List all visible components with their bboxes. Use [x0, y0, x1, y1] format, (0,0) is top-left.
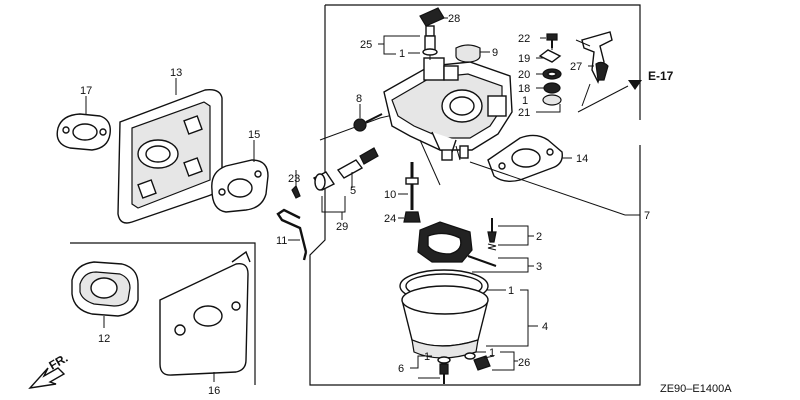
e17-label: E-17	[648, 69, 674, 83]
front-label: FR.	[47, 351, 71, 373]
callout-13: 13	[170, 67, 182, 79]
callout-24: 24	[384, 213, 396, 225]
callout-5: 5	[350, 185, 356, 197]
callout-23: 23	[288, 173, 300, 185]
callout-1-right: 1	[522, 95, 528, 107]
callout-28: 28	[448, 13, 460, 25]
part-17-gasket	[56, 96, 111, 151]
callout-27: 27	[570, 61, 582, 73]
part-10-bolt	[405, 162, 419, 210]
part-13-insulator	[117, 78, 223, 224]
callout-8: 8	[356, 93, 362, 105]
callout-4: 4	[542, 321, 548, 333]
callout-22: 22	[518, 33, 530, 45]
lower-left-frame	[70, 242, 256, 385]
callout-1-top: 1	[399, 48, 405, 60]
callout-15: 15	[248, 129, 260, 141]
callout-18: 18	[518, 83, 530, 95]
float-bowl	[401, 285, 489, 359]
part-28-cap	[419, 7, 445, 37]
callout-1-bolt: 1	[424, 351, 430, 363]
diagram-code: ZE90–E1400A	[660, 383, 732, 395]
parts-18-21-washers	[538, 38, 562, 106]
part-6-bolt	[437, 356, 451, 384]
callout-21: 21	[518, 107, 530, 119]
part-25-screw	[422, 35, 438, 56]
callout-20: 20	[518, 69, 530, 81]
part-22-screw	[546, 33, 558, 48]
callout-6: 6	[398, 363, 404, 375]
callout-1-bowl: 1	[508, 285, 514, 297]
callout-2: 2	[536, 231, 542, 243]
part-23-clip	[291, 180, 301, 199]
front-indicator: FR.	[28, 351, 71, 389]
callout-12: 12	[98, 333, 110, 345]
carburetor-body	[383, 36, 513, 186]
e17-reference: E-17	[577, 69, 674, 113]
part-2-float-needle	[487, 218, 497, 251]
part-15-gasket	[211, 140, 269, 213]
callout-17: 17	[80, 85, 92, 97]
callout-25: 25	[360, 39, 372, 51]
callout-1-screw: 1	[489, 347, 495, 359]
callout-11: 11	[276, 235, 287, 247]
callout-16: 16	[208, 385, 220, 397]
callout-7: 7	[644, 210, 650, 222]
callout-29: 29	[336, 221, 348, 233]
callout-9: 9	[492, 47, 498, 59]
float	[417, 221, 497, 267]
part-12-insulator	[71, 261, 139, 328]
callout-19: 19	[518, 53, 530, 65]
part-8-screw	[353, 104, 383, 132]
part-9-plug	[455, 44, 490, 63]
callout-26: 26	[518, 357, 530, 369]
part-14-gasket	[487, 134, 563, 183]
part-24-nut	[403, 211, 421, 223]
part-16-plate	[159, 250, 251, 382]
callout-labels: 28 25 1 9 8 22 19 20 27 18 1 21 14 7 17 …	[80, 13, 650, 397]
callout-3: 3	[536, 261, 542, 273]
callout-14: 14	[576, 153, 588, 165]
part-26-screw	[464, 352, 495, 371]
callout-10: 10	[384, 189, 396, 201]
part-29-choke-valve	[312, 171, 346, 213]
leader-lines	[288, 17, 626, 379]
part-27-lever	[575, 31, 613, 107]
